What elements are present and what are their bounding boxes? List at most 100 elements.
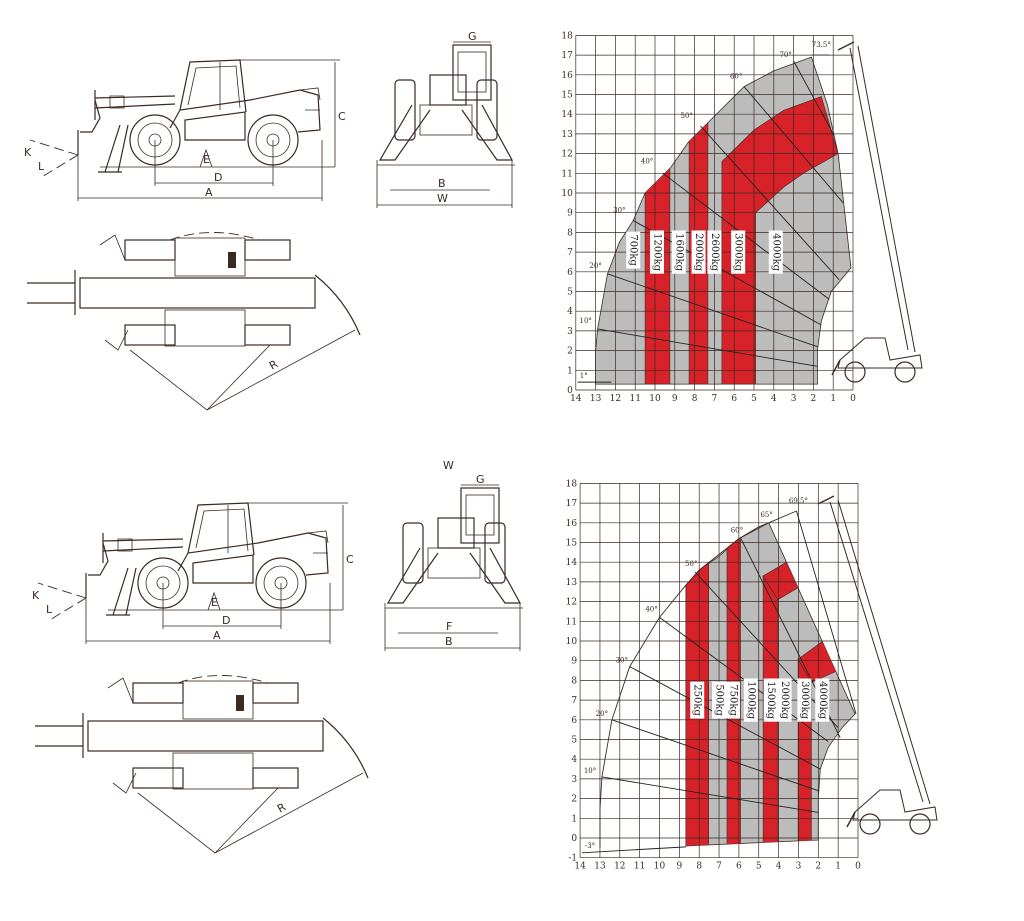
dim-label-w: W bbox=[437, 192, 448, 205]
forks bbox=[817, 495, 856, 828]
load-capacity-label: 500kg bbox=[714, 684, 725, 716]
x-tick-label: 1 bbox=[835, 862, 841, 872]
x-tick-label: 5 bbox=[756, 862, 762, 872]
wheel-icon bbox=[909, 813, 931, 835]
machine-body bbox=[837, 337, 923, 369]
boom-angle-label: 50° bbox=[685, 560, 697, 568]
y-tick-label: 6 bbox=[567, 268, 573, 278]
load-capacity-label: 700kg bbox=[628, 234, 639, 266]
load-label-box bbox=[743, 678, 758, 722]
load-capacity-label: 3000kg bbox=[799, 681, 810, 720]
boom-angle-label: 60° bbox=[730, 73, 742, 81]
y-tick-label: 3 bbox=[571, 775, 577, 785]
plan-view-drawing-top bbox=[26, 231, 361, 411]
load-capacity-label: 250kg bbox=[692, 684, 703, 716]
y-tick-label: 5 bbox=[567, 288, 573, 298]
boom-angle-line bbox=[611, 719, 819, 792]
boom-angle-label: 10° bbox=[579, 317, 591, 325]
boom-angle-label: 70° bbox=[779, 51, 791, 59]
x-tick-label: 12 bbox=[614, 862, 625, 872]
y-tick-label: 0 bbox=[571, 834, 577, 844]
load-capacity-label: 2000kg bbox=[693, 233, 704, 272]
boom-angle-line bbox=[662, 172, 830, 300]
y-tick-label: 4 bbox=[571, 755, 577, 765]
dim-label-c: C bbox=[338, 110, 346, 123]
x-tick-label: 14 bbox=[570, 394, 582, 404]
load-label-box bbox=[777, 678, 792, 722]
y-tick-label: 14 bbox=[561, 110, 573, 120]
wheel-icon bbox=[844, 361, 866, 383]
boom-angle-line bbox=[694, 571, 839, 728]
boom-angle-line bbox=[601, 776, 819, 813]
load-label-box bbox=[671, 230, 686, 274]
boom-angle-line bbox=[743, 86, 844, 204]
x-tick-label: 12 bbox=[610, 394, 621, 404]
boom-angle-label: 73.5° bbox=[812, 41, 831, 49]
y-tick-label: -1 bbox=[568, 854, 577, 864]
dim-label-f: F bbox=[446, 620, 452, 633]
x-tick-label: 0 bbox=[855, 862, 861, 872]
boom-angle-label: 65° bbox=[760, 511, 772, 519]
x-tick-label: 0 bbox=[850, 394, 856, 404]
y-tick-label: 1 bbox=[571, 814, 577, 824]
load-capacity-label: 1000kg bbox=[745, 681, 756, 720]
y-tick-label: 9 bbox=[571, 657, 577, 667]
x-tick-label: 10 bbox=[649, 394, 661, 404]
boom-angle-line bbox=[700, 125, 840, 280]
extended-boom bbox=[829, 499, 931, 805]
y-tick-label: 13 bbox=[566, 578, 578, 588]
dim-label-g: G bbox=[476, 473, 485, 486]
front-view-drawing-bottom bbox=[384, 484, 524, 652]
load-label-box bbox=[691, 230, 706, 274]
boom-angle-label: 40° bbox=[641, 157, 653, 165]
boom-angle-line bbox=[597, 328, 818, 367]
x-tick-label: 2 bbox=[811, 394, 817, 404]
dim-label-w: W bbox=[443, 459, 454, 472]
y-tick-label: 17 bbox=[561, 51, 573, 61]
y-tick-label: 16 bbox=[561, 71, 573, 81]
boom-angle-label: 69.5° bbox=[789, 497, 808, 505]
y-tick-label: 6 bbox=[571, 716, 577, 726]
boom-angle-label: 10° bbox=[584, 767, 596, 775]
dim-label-l: L bbox=[46, 603, 53, 616]
boom-angle-label: 30° bbox=[613, 207, 625, 215]
x-tick-label: 8 bbox=[692, 394, 698, 404]
x-tick-label: 2 bbox=[815, 862, 821, 872]
y-tick-label: 16 bbox=[566, 519, 578, 529]
boom-angle-line bbox=[793, 60, 834, 135]
y-tick-label: 3 bbox=[567, 327, 573, 337]
x-tick-label: 7 bbox=[716, 862, 722, 872]
x-tick-label: 6 bbox=[731, 394, 737, 404]
x-tick-label: 13 bbox=[590, 394, 602, 404]
y-tick-label: 5 bbox=[571, 736, 577, 746]
y-tick-label: 17 bbox=[566, 499, 578, 509]
boom-angle-line bbox=[607, 273, 818, 348]
load-capacity-label: 3000kg bbox=[733, 233, 744, 272]
y-tick-label: 12 bbox=[561, 150, 572, 160]
machine-body bbox=[852, 789, 938, 821]
dim-label-d: D bbox=[214, 171, 222, 184]
y-tick-label: 18 bbox=[561, 31, 573, 41]
load-label-box bbox=[626, 231, 641, 269]
dim-label-e: E bbox=[211, 596, 218, 609]
x-tick-label: 3 bbox=[791, 394, 797, 404]
dim-label-k: K bbox=[24, 146, 32, 159]
x-tick-label: 4 bbox=[771, 394, 777, 404]
dim-label-g: G bbox=[468, 30, 477, 43]
y-tick-label: 8 bbox=[571, 676, 577, 686]
x-tick-label: 14 bbox=[574, 862, 586, 872]
y-tick-label: 11 bbox=[561, 169, 572, 179]
side-view-drawing-bottom bbox=[37, 502, 349, 645]
load-label-box bbox=[712, 681, 727, 719]
wheel-icon bbox=[859, 813, 881, 835]
y-tick-label: 15 bbox=[561, 91, 573, 101]
load-label-box bbox=[725, 681, 740, 719]
y-tick-label: 1 bbox=[567, 366, 573, 376]
telehandler-silhouette bbox=[817, 495, 938, 835]
dim-label-b: B bbox=[445, 635, 453, 648]
dim-label-b: B bbox=[438, 177, 446, 190]
y-tick-label: 13 bbox=[561, 130, 573, 140]
load-label-box bbox=[815, 678, 830, 722]
